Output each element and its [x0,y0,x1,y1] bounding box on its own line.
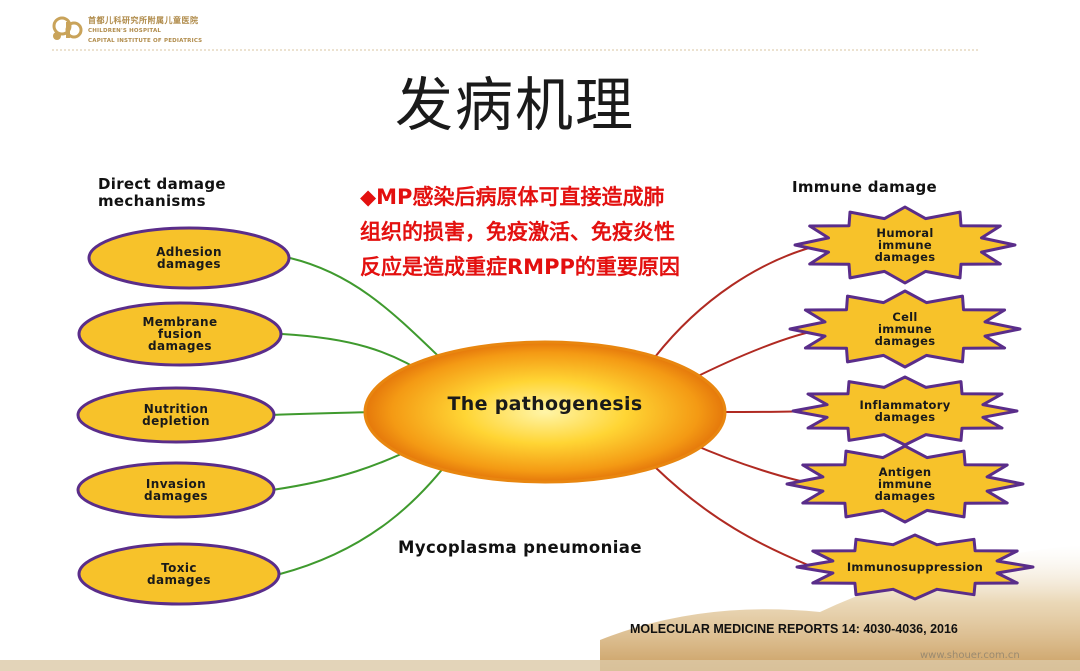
node-nutrition: Nutrition depletion [142,402,210,428]
left-node-shapes [76,226,291,606]
star-cell [788,289,1022,369]
logo-en-1: CHILDREN'S HOSPITAL [88,28,162,34]
left-heading-line-1: Direct damage [98,175,226,193]
logo-en-2: CAPITAL INSTITUTE OF PEDIATRICS [88,38,203,44]
node-nutrition-shape [76,386,276,444]
node-humoral: Humoral immune damages [874,226,936,264]
star-humoral [793,205,1017,285]
center-label: The pathogenesis [447,393,643,415]
node-adhesion: Adhesion damages [156,245,222,271]
reference: MOLECULAR MEDICINE REPORTS 14: 4030-4036… [630,622,958,636]
node-invasion-shape [76,461,276,519]
left-heading-line-2: mechanisms [98,192,206,210]
node-toxic-shape [77,542,281,606]
node-toxic: Toxic damages [147,561,211,587]
node-membrane: Membrane fusion damages [142,315,218,353]
star-immunosuppression [795,533,1035,601]
hospital-logo: 首都儿科研究所附属儿童医院 CHILDREN'S HOSPITAL CAPITA… [88,16,202,46]
note-line-3: 反应是造成重症RMPP的重要原因 [360,255,680,279]
right-node-shapes [785,205,1035,601]
node-inflammatory: Inflammatory damages [859,398,951,424]
star-antigen [785,444,1025,524]
node-antigen: Antigen immune damages [874,465,936,503]
red-note: ◆MP感染后病原体可直接造成肺 组织的损害，免疫激活、免疫炎性 反应是造成重症R… [360,180,760,285]
node-cell: Cell immune damages [874,310,936,348]
node-invasion: Invasion damages [144,477,208,503]
note-line-2: 组织的损害，免疫激活、免疫炎性 [360,220,675,244]
right-heading: Immune damage [792,178,938,196]
center-node-shape [363,340,727,484]
slide-title: 发病机理 [394,71,635,139]
left-heading: Direct damage mechanisms [98,176,226,210]
logo-cn: 首都儿科研究所附属儿童医院 [88,16,199,25]
bottom-bar [0,660,1080,671]
node-adhesion-shape [87,226,291,290]
note-line-1: ◆MP感染后病原体可直接造成肺 [360,185,665,209]
hospital-logo-icon [52,16,83,40]
bottom-label: Mycoplasma pneumoniae [398,538,642,557]
watermark: www.shouer.com.cn [920,650,1020,661]
node-immunosuppression: Immunosuppression [846,560,984,574]
node-membrane-shape [77,301,283,367]
